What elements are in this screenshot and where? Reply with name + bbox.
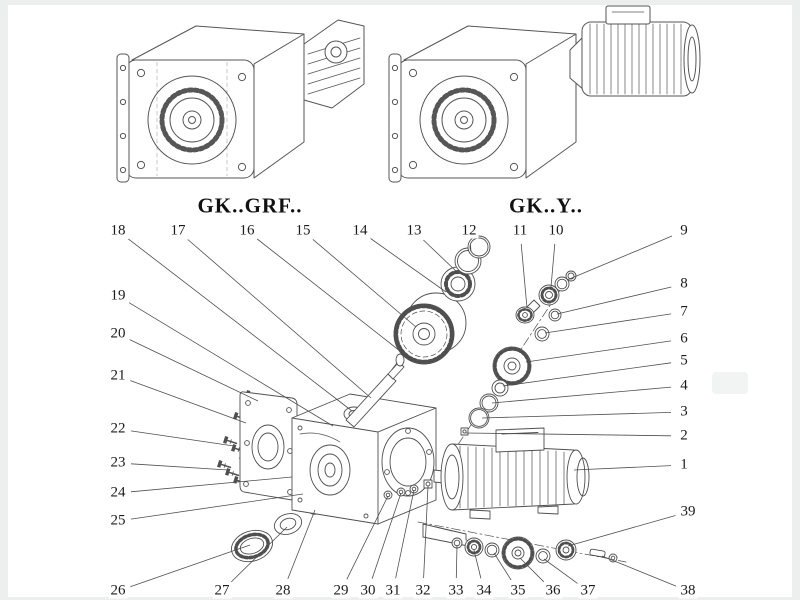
gearbox-grf-drawing	[116, 19, 365, 183]
leader-line-30	[371, 492, 402, 579]
part-number-27: 27	[212, 582, 232, 599]
leader-line-29	[346, 495, 389, 580]
part-number-6: 6	[678, 330, 690, 347]
part-number-8: 8	[678, 275, 690, 292]
frame-edge-top	[0, 0, 800, 5]
leader-line-25	[130, 493, 304, 520]
leader-line-38	[601, 555, 677, 587]
leader-line-11	[520, 243, 528, 309]
part-number-15: 15	[293, 222, 313, 239]
part-number-37: 37	[578, 582, 598, 599]
leader-line-10	[550, 243, 556, 288]
part-number-4: 4	[678, 377, 690, 394]
part-number-16: 16	[237, 222, 257, 239]
leader-line-1	[573, 465, 672, 471]
part-number-21: 21	[108, 367, 128, 384]
leader-line-2	[465, 432, 672, 437]
leader-line-37	[543, 558, 578, 584]
leader-line-5	[502, 362, 672, 387]
part-number-36: 36	[543, 582, 563, 599]
leader-line-24	[130, 476, 293, 493]
part-number-14: 14	[350, 222, 370, 239]
leader-line-15	[312, 239, 417, 328]
part-number-12: 12	[459, 222, 479, 239]
part-number-10: 10	[546, 222, 566, 239]
leader-line-6	[525, 340, 672, 363]
part-number-33: 33	[446, 582, 466, 599]
leader-line-7	[544, 313, 672, 334]
leader-lines	[128, 235, 677, 588]
part-number-39: 39	[678, 503, 698, 520]
leader-line-27	[231, 526, 288, 583]
gearbox-y-drawing	[388, 5, 701, 183]
leader-line-14	[370, 238, 447, 293]
leader-line-32	[423, 485, 429, 579]
leader-line-16	[256, 238, 401, 352]
part-number-5: 5	[678, 352, 690, 369]
part-number-24: 24	[108, 484, 128, 501]
model-label-grf: GK..GRF..	[197, 193, 303, 218]
leader-line-34	[473, 549, 482, 579]
part-number-20: 20	[108, 325, 128, 342]
part-number-26: 26	[108, 582, 128, 599]
part-number-17: 17	[168, 222, 188, 239]
part-number-7: 7	[678, 303, 690, 320]
part-number-35: 35	[508, 582, 528, 599]
part-number-2: 2	[678, 427, 690, 444]
leader-line-17	[187, 239, 372, 399]
frame-edge-bottom	[0, 597, 800, 600]
part-number-29: 29	[331, 582, 351, 599]
part-number-34: 34	[474, 582, 494, 599]
part-number-31: 31	[383, 582, 403, 599]
part-number-3: 3	[678, 403, 690, 420]
leader-line-36	[519, 557, 545, 583]
leader-line-20	[129, 339, 259, 402]
leader-line-9	[566, 235, 673, 281]
leader-line-35	[493, 552, 512, 581]
part-number-13: 13	[404, 222, 424, 239]
leader-line-31	[395, 489, 415, 579]
part-number-22: 22	[108, 420, 128, 437]
leader-line-26	[130, 544, 251, 588]
part-number-11: 11	[510, 222, 530, 239]
leader-line-21	[130, 380, 247, 424]
part-number-1: 1	[678, 456, 690, 473]
leader-line-33	[455, 544, 458, 579]
part-number-32: 32	[413, 582, 433, 599]
part-number-9: 9	[678, 222, 690, 239]
leader-line-3	[481, 412, 672, 419]
part-number-23: 23	[108, 454, 128, 471]
part-number-19: 19	[108, 287, 128, 304]
frame-edge-right	[792, 0, 800, 600]
leader-line-23	[130, 463, 229, 471]
frame-edge-left	[0, 0, 8, 600]
part-number-30: 30	[358, 582, 378, 599]
leader-line-22	[130, 430, 235, 447]
leader-line-4	[491, 386, 672, 404]
leader-line-39	[567, 515, 676, 547]
leader-line-18	[128, 238, 353, 412]
leader-line-8	[556, 286, 672, 315]
leader-line-12	[469, 243, 472, 252]
leader-line-13	[423, 239, 458, 273]
leader-line-19	[128, 302, 334, 427]
part-number-28: 28	[273, 582, 293, 599]
model-label-y: GK..Y..	[509, 193, 583, 218]
part-number-38: 38	[678, 582, 698, 599]
part-number-18: 18	[108, 222, 128, 239]
scan-smudge	[712, 372, 748, 394]
part-number-25: 25	[108, 512, 128, 529]
leader-line-28	[287, 509, 316, 580]
